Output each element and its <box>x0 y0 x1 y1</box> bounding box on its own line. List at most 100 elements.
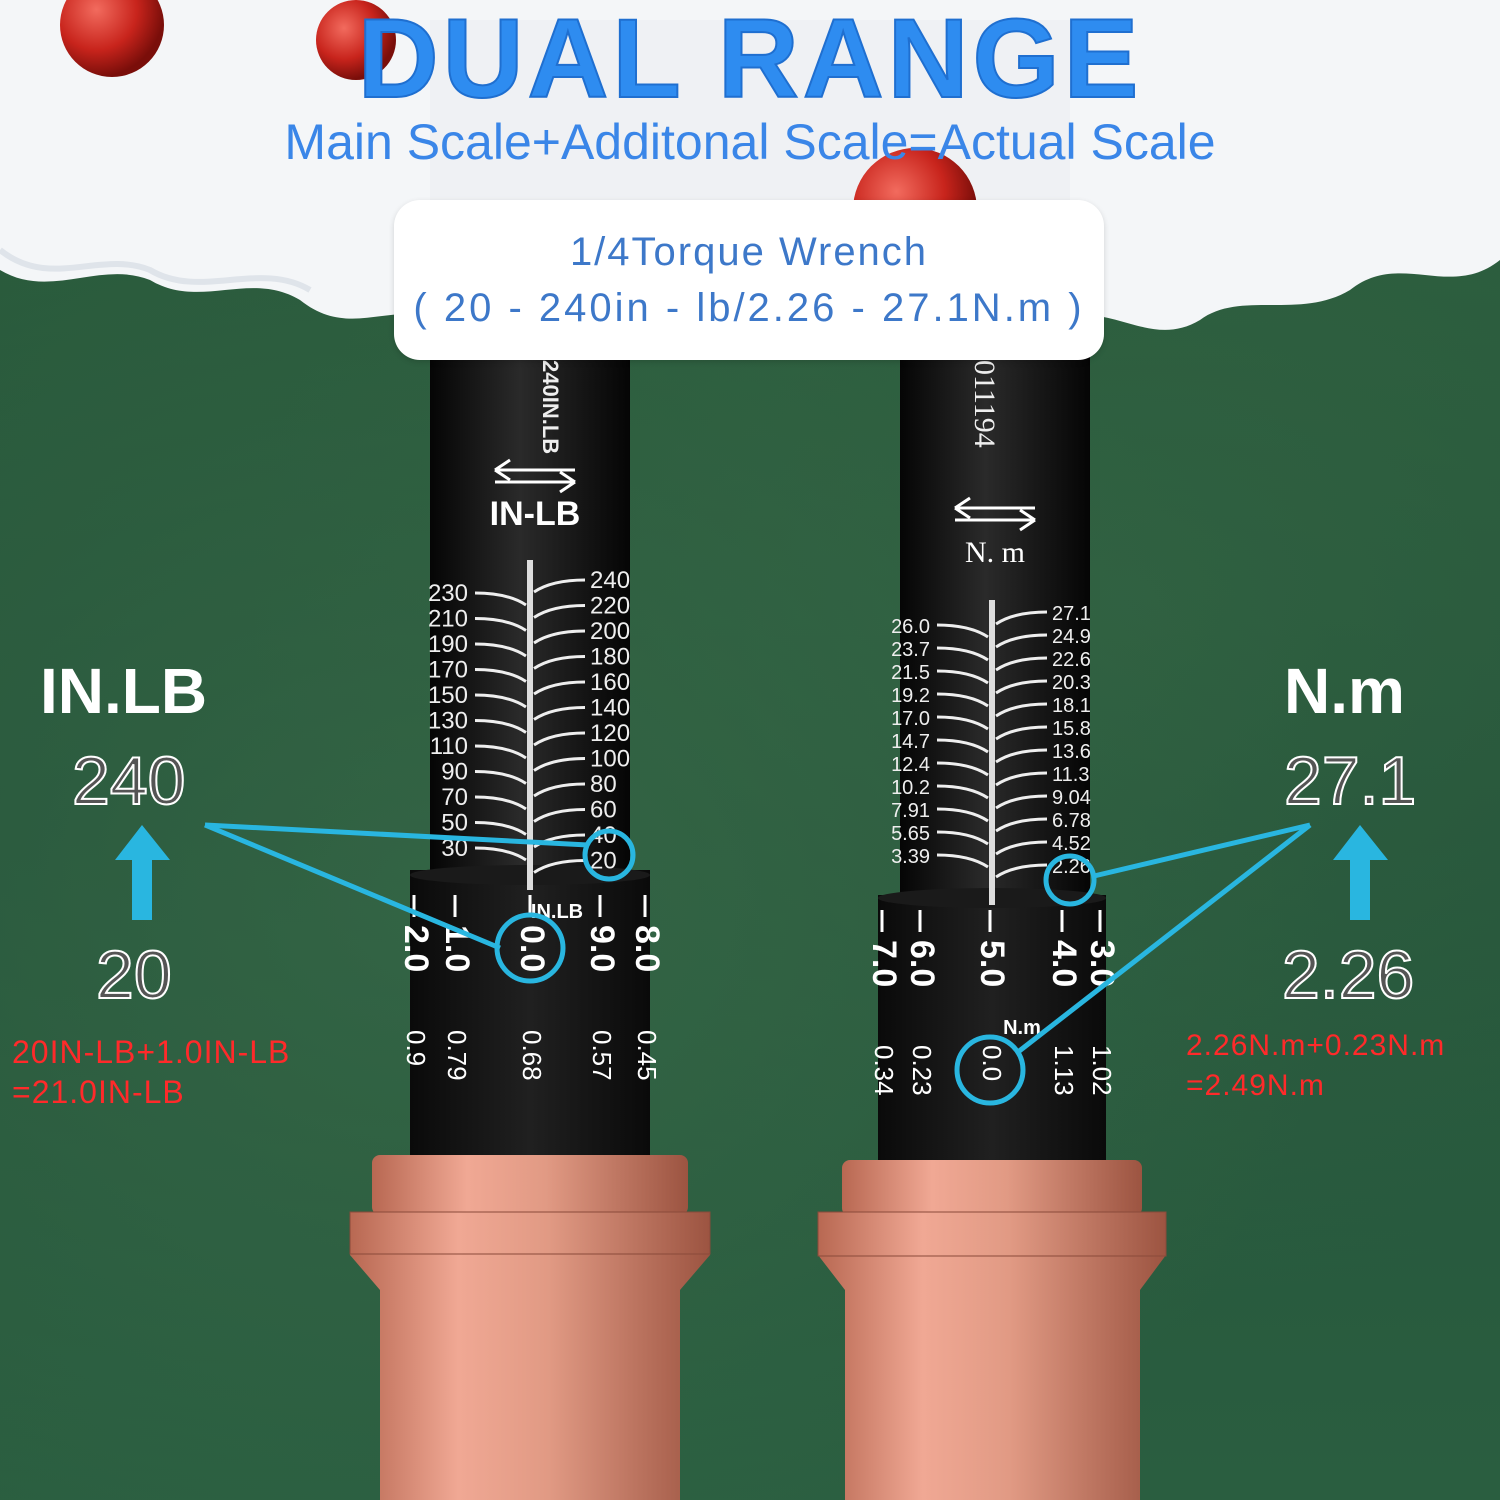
right-tick-right <box>995 863 1048 879</box>
left-main-scale-circle <box>582 828 636 882</box>
left-tick-left <box>474 821 527 836</box>
left-scale-label-left: 50 <box>441 810 468 837</box>
left-double-arrow-icon <box>494 458 576 494</box>
left-scale-label-right: 160 <box>590 669 630 696</box>
left-tick-right <box>533 680 586 696</box>
right-scale-label-left: 26.0 <box>891 616 930 638</box>
left-tick-left <box>474 719 527 734</box>
left-scale-collar <box>410 870 650 1170</box>
right-tick-right <box>995 702 1048 718</box>
left-tick-left <box>474 693 527 709</box>
left-tick-right <box>533 655 586 670</box>
right-unit-engraving: N. m <box>965 536 1025 569</box>
right-main-scale-circle <box>1043 853 1097 907</box>
annotation-lines <box>204 822 1312 1106</box>
right-collar-sub: 1.02 <box>1087 1045 1117 1096</box>
left-scale-label-left: 210 <box>428 606 468 633</box>
right-scale-label-right: 20.3 <box>1052 672 1091 694</box>
left-scale-label-left: 70 <box>441 784 468 811</box>
right-scale-label-right: 4.52 <box>1052 833 1091 855</box>
right-tick-right <box>995 840 1048 856</box>
right-tick-right <box>995 610 1048 626</box>
left-tick-left <box>474 744 527 760</box>
left-tick-left <box>474 617 527 632</box>
right-scale-label-right: 13.6 <box>1052 741 1091 763</box>
left-unit-engraving: IN-LB <box>490 495 581 533</box>
right-collar-marks: 7.00.346.00.235.00.04.01.133.01.02 <box>865 910 1121 1096</box>
left-collar-sub: 0.45 <box>632 1030 662 1081</box>
left-scale-label-right: 240 <box>590 567 630 594</box>
right-collar-mark: 6.0 <box>903 940 941 987</box>
right-unit-label: N.m <box>1284 655 1405 727</box>
left-collar-mark: 0.0 <box>513 925 551 972</box>
left-scale-ticks: 2302101901701501301109070503024022020018… <box>428 567 630 875</box>
right-collar-mark: 5.0 <box>973 940 1011 987</box>
product-info-box: 1/4Torque Wrench ( 20 - 240in - lb/2.26 … <box>394 200 1104 360</box>
left-equation-line1: 20IN-LB+1.0IN-LB <box>12 1034 291 1070</box>
left-tick-left <box>474 668 527 683</box>
right-scale-label-left: 17.0 <box>891 708 930 730</box>
left-tick-right <box>533 706 586 721</box>
right-scale-label-left: 14.7 <box>891 731 930 753</box>
left-handle <box>350 1215 710 1500</box>
left-scale-label-left: 170 <box>428 657 468 684</box>
right-tick-right <box>995 748 1048 764</box>
left-engraving: 240IN.LB <box>538 360 563 454</box>
right-scale-label-left: 10.2 <box>891 777 930 799</box>
left-tick-left <box>474 846 527 862</box>
right-scale-label-left: 5.65 <box>891 823 930 845</box>
right-collar-sub: 0.0 <box>977 1045 1007 1081</box>
right-tick-left <box>936 853 989 869</box>
right-tick-left <box>936 784 989 800</box>
right-scale-label-left: 7.91 <box>891 800 930 822</box>
right-scale-label-right: 15.8 <box>1052 718 1091 740</box>
left-max-value: 240 <box>71 742 186 820</box>
left-collar-mark: 8.0 <box>628 925 666 972</box>
left-scale-label-right: 120 <box>590 720 630 747</box>
right-scale-label-right: 24.9 <box>1052 626 1091 648</box>
page-title: DUAL RANGE <box>357 0 1143 121</box>
right-collar-sub: 0.34 <box>869 1045 899 1096</box>
left-scale-label-right: 100 <box>590 746 630 773</box>
right-scale-label-right: 18.1 <box>1052 695 1091 717</box>
right-tick-left <box>936 623 989 639</box>
right-engraving: 011194 <box>968 360 1001 448</box>
right-scale-label-left: 19.2 <box>891 685 930 707</box>
right-scale-ticks: 26.023.721.519.217.014.712.410.27.915.65… <box>891 603 1091 879</box>
left-collar-mark: 9.0 <box>583 925 621 972</box>
left-scale-label-left: 110 <box>430 733 468 760</box>
right-tick-right <box>995 679 1048 695</box>
right-tick-left <box>936 761 989 777</box>
right-wrench: 26.023.721.519.217.014.712.410.27.915.65… <box>817 355 1167 1500</box>
left-scale-label-left: 150 <box>428 682 468 709</box>
right-scale-label-left: 3.39 <box>891 846 930 868</box>
left-scale-label-left: 190 <box>428 631 468 658</box>
right-collar-circle <box>954 1034 1026 1106</box>
right-double-arrow-icon <box>954 496 1036 532</box>
left-scale-label-right: 140 <box>590 695 630 722</box>
left-scale-label-left: 230 <box>428 580 468 607</box>
right-tick-right <box>995 794 1048 810</box>
right-tick-left <box>936 692 989 708</box>
right-scale-label-right: 27.1 <box>1052 603 1091 625</box>
right-collar-sub: 0.23 <box>907 1045 937 1096</box>
product-range: ( 20 - 240in - lb/2.26 - 27.1N.m ) <box>413 286 1085 330</box>
left-unit-label: IN.LB <box>40 655 208 727</box>
left-tick-right <box>533 629 586 645</box>
left-collar-sub: 0.9 <box>401 1030 431 1066</box>
ornament-ball-icon <box>60 0 164 77</box>
left-scale-label-left: 90 <box>441 759 468 786</box>
left-collar-label: IN.LB <box>531 901 583 923</box>
right-scale-label-right: 22.6 <box>1052 649 1091 671</box>
right-scale-label-right: 6.78 <box>1052 810 1091 832</box>
left-scale-label-right: 200 <box>590 618 630 645</box>
left-tick-right <box>533 604 586 619</box>
left-collar-mark: 2.0 <box>397 925 435 972</box>
right-handle <box>818 1214 1166 1500</box>
left-scale-label-right: 180 <box>590 644 630 671</box>
right-tick-right <box>995 725 1048 741</box>
left-equation-line2: =21.0IN-LB <box>12 1074 185 1110</box>
product-name: 1/4Torque Wrench <box>569 230 929 274</box>
left-tick-left <box>474 642 527 658</box>
